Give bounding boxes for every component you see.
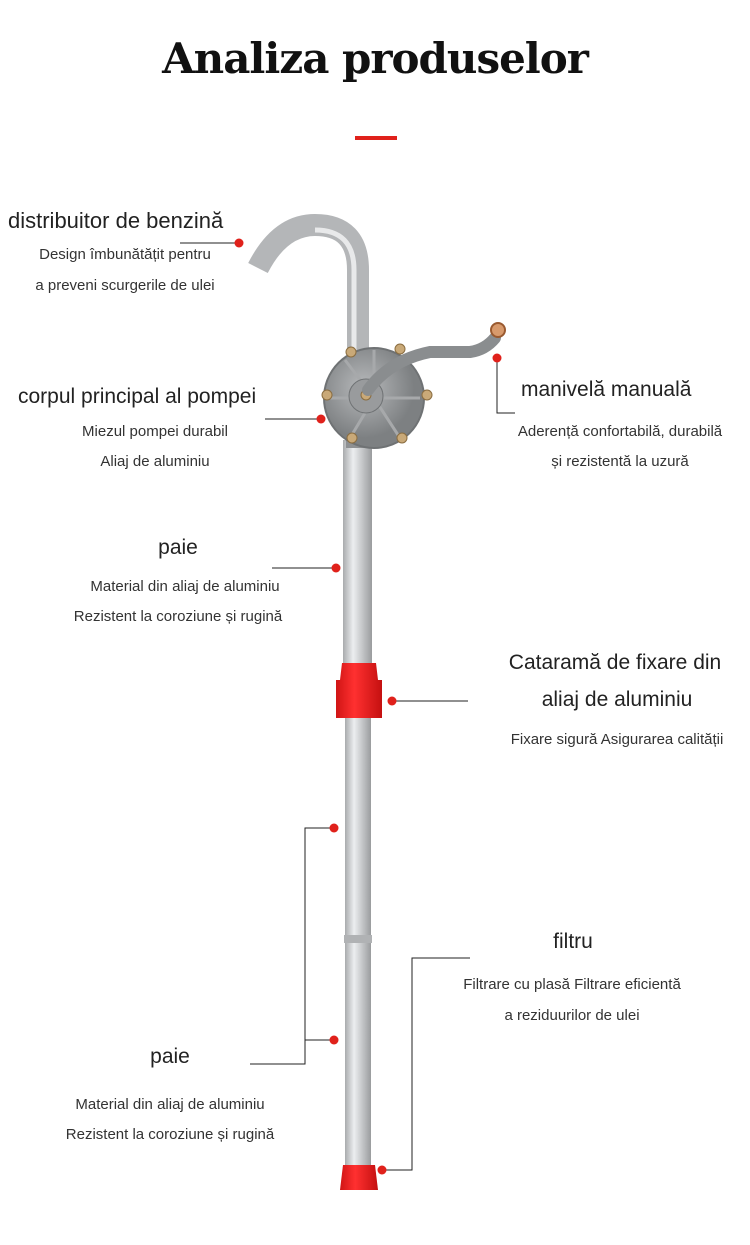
label-buckle-title: aliaj de aluminiu: [541, 688, 693, 711]
label-straw2-line: Rezistent la coroziune și rugină: [65, 1126, 275, 1143]
label-filter-line: a reziduurilor de ulei: [504, 1007, 640, 1024]
label-straw2-title: paie: [150, 1045, 190, 1068]
label-straw2-line: Material din aliaj de aluminiu: [75, 1096, 265, 1113]
label-filter-line: Filtrare cu plasă Filtrare eficientă: [463, 976, 681, 993]
label-straw-line: Material din aliaj de aluminiu: [90, 578, 280, 595]
label-filter-title: filtru: [553, 930, 593, 953]
straw-upper: [343, 440, 372, 670]
leader-lines: [180, 242, 515, 1171]
label-spout-line: a preveni scurgerile de ulei: [35, 277, 215, 294]
label-spout-title: distribuitor de benzină: [8, 208, 224, 233]
label-crank-line: și rezistentă la uzură: [551, 453, 689, 470]
label-spout-line: Design îmbunătățit pentru: [39, 246, 211, 263]
page-title: Analiza produselor: [162, 34, 589, 83]
label-body-title: corpul principal al pompei: [18, 385, 257, 408]
spout-highlight: [314, 227, 357, 355]
label-buckle-title: Cataramă de fixare din: [508, 651, 722, 674]
filter-end: [340, 1165, 378, 1190]
label-crank-title: manivelă manuală: [521, 378, 692, 401]
label-body-line: Miezul pompei durabil: [82, 423, 228, 440]
crank-grip: [490, 322, 506, 338]
label-straw-title: paie: [158, 536, 198, 559]
straw-joint: [344, 935, 372, 943]
straw-lower: [345, 715, 371, 1175]
crank-handle: [362, 332, 501, 396]
marker-dots: [234, 238, 502, 1175]
label-straw-line: Rezistent la coroziune și rugină: [73, 608, 283, 625]
buckle: [336, 663, 382, 718]
title-underline: [355, 136, 397, 140]
label-buckle-line: Fixare sigură Asigurarea calității: [510, 731, 724, 748]
label-body-line: Aliaj de aluminiu: [100, 453, 210, 470]
spout-pipe: [248, 213, 369, 355]
label-crank-line: Aderență confortabilă, durabilă: [517, 423, 723, 440]
